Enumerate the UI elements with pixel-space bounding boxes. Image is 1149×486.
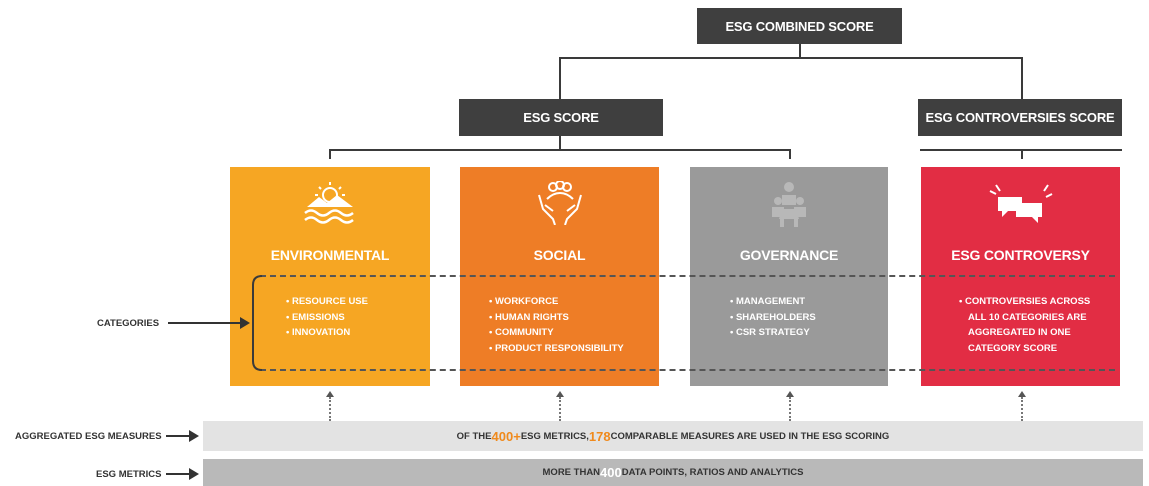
list-item: PRODUCT RESPONSIBILITY (489, 341, 624, 357)
aggregated-metrics-count: 400+ (491, 428, 521, 444)
up-arrow-controversy (1021, 397, 1023, 421)
aggregated-text-mid: ESG METRICS, (520, 430, 589, 442)
aggregated-arrow-head (189, 430, 199, 442)
list-item: HUMAN RIGHTS (489, 310, 624, 326)
governance-title: GOVERNANCE (739, 247, 839, 263)
esg-score-box: ESG SCORE (459, 99, 663, 136)
categories-bracket (252, 275, 263, 371)
environmental-list: RESOURCE USE EMISSIONS INNOVATION (286, 294, 368, 341)
esg-controversy-list: CONTROVERSIES ACROSS ALL 10 CATEGORIES A… (959, 294, 1090, 356)
landscape-icon (303, 181, 357, 230)
esg-combined-score-label: ESG COMBINED SCORE (725, 18, 874, 34)
categories-dashed-bottom (260, 369, 1115, 371)
connector-controversy-drop (1021, 149, 1023, 159)
list-item: CSR STRATEGY (730, 325, 816, 341)
connector-combined-right-drop (1021, 57, 1023, 99)
hands-people-icon (535, 180, 585, 230)
esg-combined-score-box: ESG COMBINED SCORE (697, 8, 902, 44)
categories-arrow-head (240, 317, 250, 329)
list-item: EMISSIONS (286, 310, 368, 326)
list-item: RESOURCE USE (286, 294, 368, 310)
social-list: WORKFORCE HUMAN RIGHTS COMMUNITY PRODUCT… (489, 294, 624, 356)
esg-controversy-title: ESG CONTROVERSY (951, 247, 1090, 263)
metrics-text-pre: MORE THAN (542, 467, 601, 478)
social-title: SOCIAL (533, 247, 586, 263)
esg-controversies-score-box: ESG CONTROVERSIES SCORE (918, 99, 1122, 136)
connector-combined-stem (799, 44, 801, 58)
list-item: AGGREGATED IN ONE (968, 327, 1071, 338)
list-item: MANAGEMENT (730, 294, 816, 310)
categories-dashed-top (260, 275, 1115, 277)
metrics-text-post: DATA POINTS, RATIOS AND ANALYTICS (621, 467, 804, 478)
up-arrow-head (786, 391, 794, 397)
up-arrow-governance (789, 397, 791, 421)
up-arrow-social (559, 397, 561, 421)
comparable-measures-count: 178 (588, 428, 611, 444)
aggregated-label: AGGREGATED ESG MEASURES (15, 431, 162, 442)
categories-arrow-line (168, 322, 240, 324)
metrics-label: ESG METRICS (96, 469, 162, 480)
speech-bubbles-icon (988, 181, 1054, 230)
up-arrow-head (326, 391, 334, 397)
governance-list: MANAGEMENT SHAREHOLDERS CSR STRATEGY (730, 294, 816, 341)
data-points-count: 400 (600, 465, 622, 480)
environmental-title: ENVIRONMENTAL (270, 247, 390, 263)
esg-score-label: ESG SCORE (523, 110, 599, 125)
list-item: CATEGORY SCORE (968, 342, 1058, 354)
connector-esg-horizontal (329, 149, 791, 151)
connector-esg-stem (559, 136, 561, 150)
metrics-arrow-line (166, 473, 190, 475)
esg-controversies-score-label: ESG CONTROVERSIES SCORE (925, 110, 1115, 125)
aggregated-measures-band: OF THE 400+ ESG METRICS, 178 COMPARABLE … (203, 421, 1143, 451)
list-item: CONTROVERSIES ACROSS (959, 294, 1090, 310)
connector-combined-horizontal (559, 57, 1023, 59)
list-item: INNOVATION (286, 325, 368, 341)
aggregated-text-post: COMPARABLE MEASURES ARE USED IN THE ESG … (610, 430, 890, 442)
metrics-arrow-head (189, 468, 199, 480)
connector-combined-left-drop (559, 57, 561, 99)
connector-esg-right-drop (789, 149, 791, 159)
esg-metrics-band: MORE THAN 400 DATA POINTS, RATIOS AND AN… (203, 459, 1143, 486)
up-arrow-environmental (329, 397, 331, 421)
list-item: ALL 10 CATEGORIES ARE (968, 311, 1087, 323)
connector-esg-left-drop (329, 149, 331, 159)
up-arrow-head (556, 391, 564, 397)
meeting-icon (766, 181, 812, 232)
list-item: WORKFORCE (489, 294, 624, 310)
up-arrow-head (1018, 391, 1026, 397)
categories-label: CATEGORIES (97, 318, 160, 329)
list-item: SHAREHOLDERS (730, 310, 816, 326)
aggregated-arrow-line (166, 435, 190, 437)
list-item: COMMUNITY (489, 325, 624, 341)
aggregated-text-pre: OF THE (456, 430, 492, 442)
